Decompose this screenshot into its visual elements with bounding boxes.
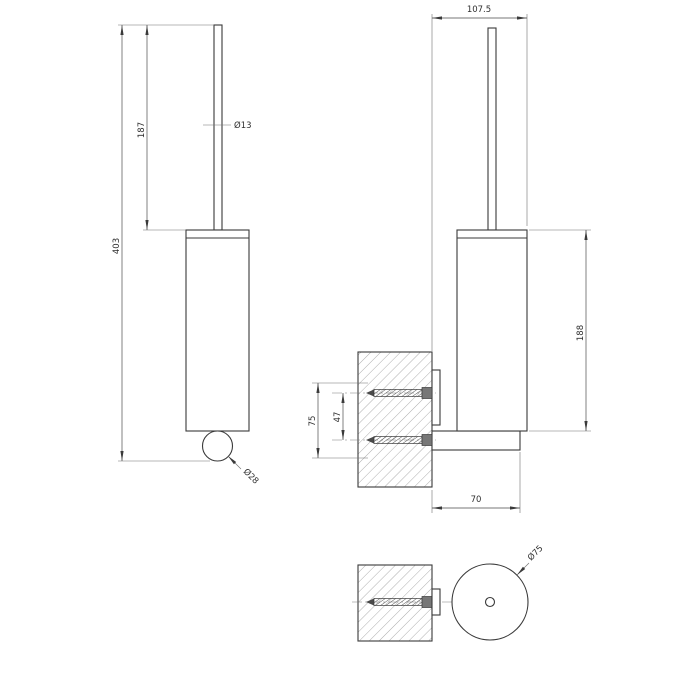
mounting-screw-lower [332,434,436,446]
side-view: 403 187 Ø13 Ø28 [112,24,261,487]
dim-arm-depth-group: 70 [431,452,521,513]
cup-body [456,229,528,432]
dim-label-cup-diameter: Ø75 [525,543,545,563]
screw-shaft [373,436,423,444]
mounting-plate [431,588,441,616]
leader-line [227,455,242,470]
screw-tip [366,389,374,397]
dim-label-bracket-height: 75 [308,416,318,427]
dim-label-screw-spacing: 47 [333,412,343,423]
top-view: Ø75 [352,543,546,642]
dim-cup-height-group: 188 [529,229,591,432]
dim-screw-spacing-group: 47 [333,393,345,440]
mounting-plate [431,369,441,426]
screw-head [421,596,433,608]
brush-handle [487,27,497,231]
callout-cup-diameter-group: Ø75 [516,543,546,576]
knob [201,430,234,462]
dim-bracket-height-group: 75 [308,382,368,459]
screw-shaft [373,389,423,397]
screw-tip [366,598,374,606]
dim-label-handle-length: 187 [137,122,147,138]
dim-label-arm-depth: 70 [471,495,482,505]
callout-handle-diameter-group: Ø13 [203,120,252,131]
brush-handle [213,24,223,231]
front-view: 107.5 188 75 47 70 [308,5,591,513]
callout-knob-diameter-group: Ø28 [227,455,261,487]
dim-label-knob-diameter: Ø28 [241,466,261,486]
mounting-screw-upper [332,387,436,399]
screw-head [421,434,433,446]
support-arm [431,430,521,451]
screw-shaft [373,598,423,606]
wall-section [357,351,433,488]
screw-head [421,387,433,399]
dim-label-cup-height: 188 [576,325,586,341]
cup-body [185,229,250,432]
dim-handle-length-group: 187 [137,25,186,231]
cup-center-detail [484,596,496,608]
leader-line [516,562,530,576]
dim-overall-depth-group: 107.5 [431,5,528,351]
dim-label-overall-depth: 107.5 [467,5,491,15]
dim-overall-height-group: 403 [112,24,214,462]
mounting-screw-plan [352,596,452,608]
dim-label-handle-diameter: Ø13 [234,120,252,131]
dim-label-overall-height: 403 [112,238,122,254]
screw-tip [366,436,374,444]
